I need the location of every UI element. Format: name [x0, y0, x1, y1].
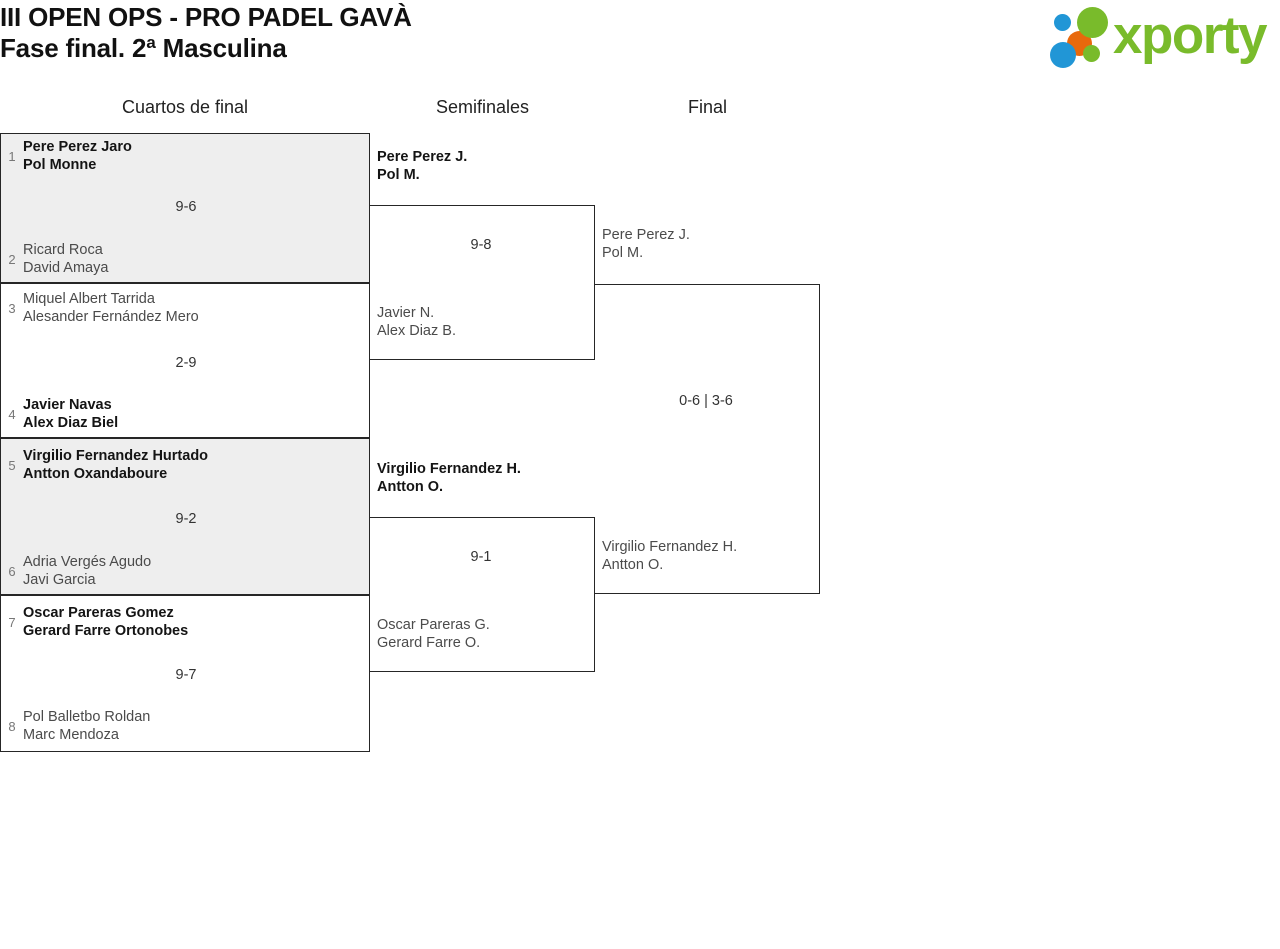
final-bottom-entry[interactable]: Virgilio Fernandez H.Antton O. — [602, 538, 737, 574]
logo-dot-blue-small-icon — [1054, 14, 1071, 31]
sf-match-2-top-entry[interactable]: Virgilio Fernandez H.Antton O. — [377, 460, 521, 496]
sf-match-2-connector[interactable] — [370, 517, 595, 672]
final-top-entry[interactable]: Pere Perez J.Pol M. — [602, 226, 690, 262]
qf-match-4-score: 9-7 — [175, 667, 197, 683]
logo-dots-icon — [1050, 6, 1122, 68]
qf-match-3-score: 9-2 — [175, 511, 197, 527]
seed-number: 5 — [8, 457, 16, 473]
round-header-final: Final — [687, 97, 727, 117]
logo-wordmark: xporty — [1113, 6, 1267, 65]
final-score: 0-6 | 3-6 — [679, 393, 733, 409]
player-names: Virgilio Fernandez H.Antton O. — [602, 539, 738, 573]
player-names: Virgilio Fernandez H.Antton O. — [377, 461, 521, 495]
xporty-logo[interactable]: xporty — [1050, 4, 1276, 68]
logo-dot-green-small-icon — [1083, 45, 1100, 62]
seed-number: 3 — [8, 300, 16, 316]
seed-number: 6 — [8, 563, 16, 579]
qf-match-2-score: 2-9 — [175, 355, 197, 371]
seed-number: 8 — [8, 718, 16, 734]
seed-number: 1 — [8, 148, 16, 164]
sf-match-2-score: 9-1 — [470, 549, 492, 565]
tournament-title: III OPEN OPS - PRO PADEL GAVÀ — [0, 2, 412, 32]
tournament-subtitle: Fase final. 2ª Masculina — [0, 33, 287, 63]
logo-dot-blue-large-icon — [1050, 42, 1076, 68]
final-match-connector[interactable] — [595, 284, 820, 594]
player-names: Oscar Pareras G.Gerard Farre O. — [377, 617, 490, 651]
round-header-semifinals: Semifinales — [435, 97, 530, 117]
player-names: Pere Perez J.Pol M. — [602, 227, 690, 261]
qf-match-1-score: 9-6 — [175, 199, 197, 215]
page-header: III OPEN OPS - PRO PADEL GAVÀ Fase final… — [0, 0, 1280, 92]
round-header-quarterfinals: Cuartos de final — [121, 97, 249, 117]
logo-dot-green-large-icon — [1077, 7, 1108, 38]
sf-match-1-connector[interactable] — [370, 205, 595, 360]
title-block: III OPEN OPS - PRO PADEL GAVÀ Fase final… — [0, 2, 900, 64]
sf-match-1-score: 9-8 — [470, 237, 492, 253]
sf-match-2-bottom-entry[interactable]: Oscar Pareras G.Gerard Farre O. — [377, 616, 490, 652]
player-names: Pere Perez J.Pol M. — [377, 149, 468, 183]
seed-number: 4 — [8, 406, 16, 422]
sf-match-1-top-entry[interactable]: Pere Perez J.Pol M. — [377, 148, 467, 184]
seed-number: 7 — [8, 614, 16, 630]
player-names: Javier N.Alex Diaz B. — [377, 305, 456, 339]
seed-number: 2 — [8, 251, 16, 267]
sf-match-1-bottom-entry[interactable]: Javier N.Alex Diaz B. — [377, 304, 456, 340]
